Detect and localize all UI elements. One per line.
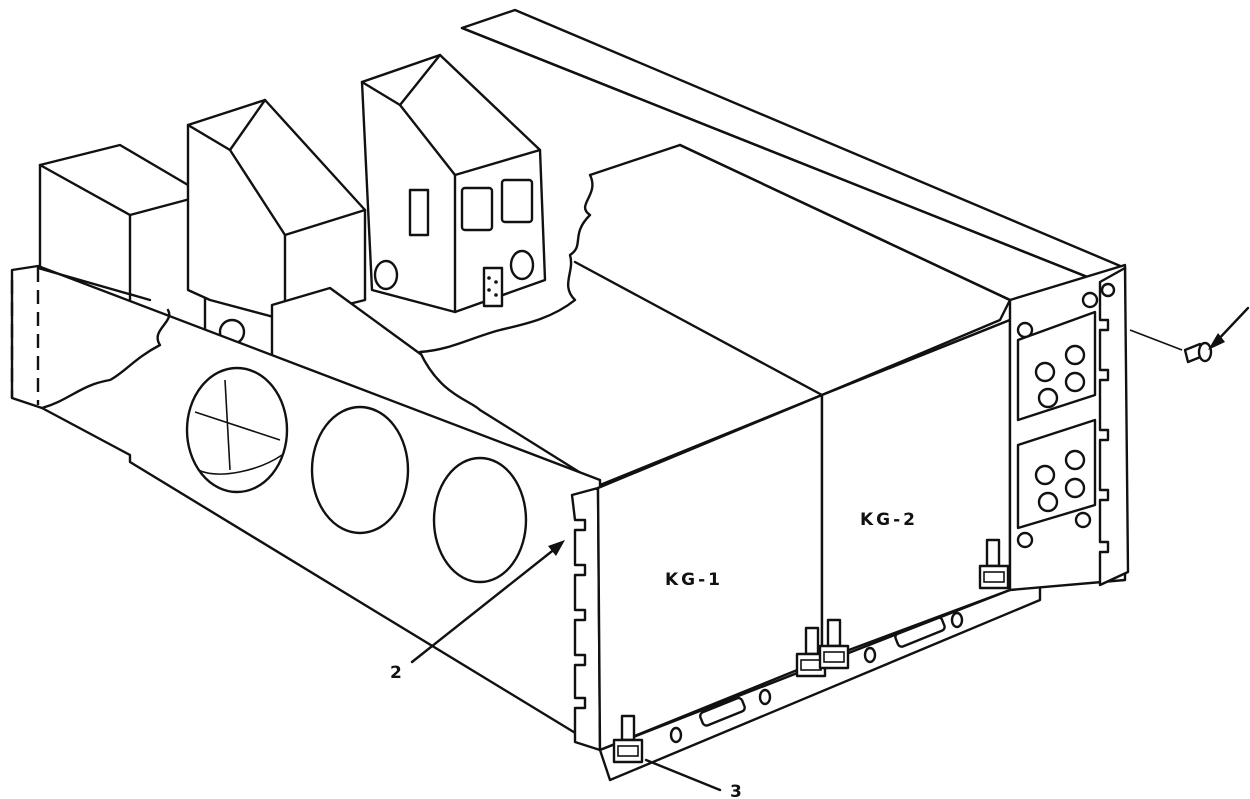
- bottom-rail: [598, 576, 1042, 782]
- latch-4: [978, 538, 1010, 590]
- module-3-window-right: [500, 178, 534, 224]
- rail-slot-2: [894, 616, 946, 648]
- module-3-hole-left: [373, 259, 399, 291]
- callout-3-label: 3: [730, 782, 742, 799]
- module-3-hole-right: [509, 249, 535, 281]
- side-panel-hole-2: [310, 405, 410, 535]
- front-mounting-ear-left: [570, 486, 602, 752]
- panel-kg-1: KG-1: [596, 393, 824, 752]
- callout-2: 2: [390, 540, 565, 683]
- left-side-panel: [10, 264, 602, 750]
- mounting-screw: [1129, 329, 1213, 364]
- rail-hole-2: [758, 688, 772, 706]
- rail-hole-4: [950, 611, 964, 629]
- callout-2-label: 2: [390, 663, 402, 683]
- rail-hole-3: [863, 646, 877, 664]
- latch-3: [818, 618, 850, 670]
- right-connector-panel: [1008, 263, 1130, 592]
- callout-3: 3: [644, 758, 742, 799]
- latch-2: [795, 626, 827, 678]
- latch-1: [612, 714, 644, 764]
- module-box-3: [360, 53, 547, 314]
- rail-slot-1: [698, 696, 746, 727]
- module-3-window-left: [460, 186, 494, 232]
- panel-kg-1-label: KG-1: [665, 570, 723, 590]
- screw-arrow: [1208, 306, 1250, 350]
- module-3-side-window: [408, 188, 430, 237]
- panel-kg-2-label: KG-2: [860, 510, 918, 530]
- rail-hole-1: [669, 726, 683, 744]
- side-panel-hole-1: [185, 366, 289, 494]
- module-box-2: [186, 98, 367, 346]
- module-3-connector-tab: [482, 266, 504, 308]
- side-panel-hole-3: [432, 456, 528, 584]
